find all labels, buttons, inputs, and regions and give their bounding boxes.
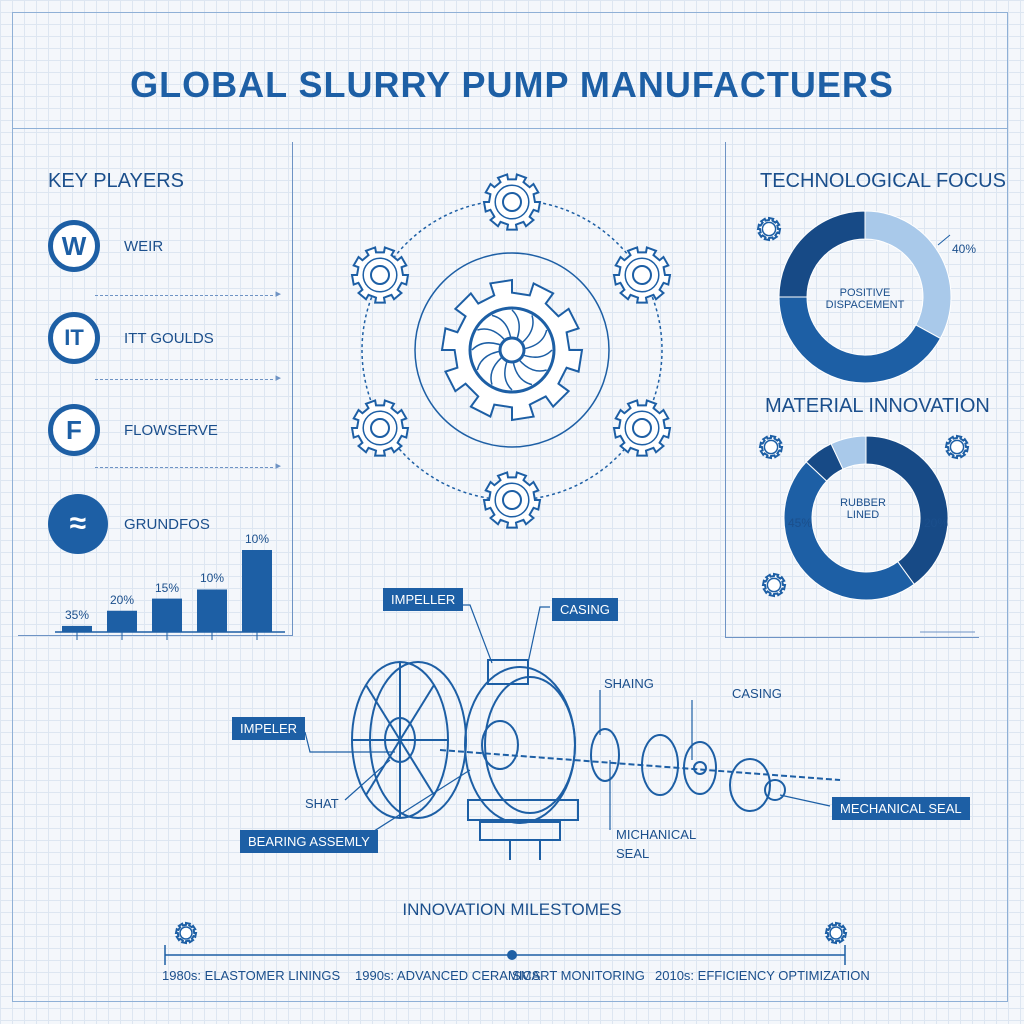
gear-icon: [612, 246, 672, 304]
gear-icon: [824, 921, 848, 945]
shat-label: SHAT: [305, 796, 339, 811]
gauge-gear-icon: [350, 399, 410, 457]
gear-icon: [756, 216, 782, 242]
impeller-callout: IMPELLER: [383, 588, 464, 611]
market-share-bar-chart: [55, 550, 285, 640]
player-name: ITT GOULDS: [124, 329, 214, 347]
milestone-1990s: 1990s: ADVANCED CERAMICS: [355, 968, 541, 983]
tech-focus-donut: [778, 210, 952, 384]
seal-label: SEAL: [616, 846, 650, 861]
player-grundfos[interactable]: ≈ GRUNDFOS: [48, 494, 210, 554]
title-divider: [12, 128, 1008, 129]
casing-callout: CASING: [552, 598, 618, 621]
mechanical-seal-callout: MECHANICAL SEAL: [832, 797, 970, 820]
bar-1: [107, 610, 137, 632]
tech-focus-heading: TECHNOLOGICAL FOCUS: [760, 170, 1006, 192]
donut-charts: [756, 210, 975, 633]
player-flowserve[interactable]: F FLOWSERVE: [48, 404, 218, 456]
material-left-pct: 45%: [788, 516, 813, 530]
milestone-smart: SMART MONITORING: [512, 968, 645, 983]
key-players-panel: [18, 142, 293, 636]
material-donut: [783, 435, 949, 601]
material-heading: MATERIAL INNOVATION: [765, 395, 990, 417]
central-impeller-gear-icon: [440, 278, 584, 422]
michanical-label: MICHANICAL: [616, 827, 697, 842]
itt-gear-icon: [350, 246, 410, 304]
bar-3: [197, 589, 227, 632]
gear-icon: [758, 434, 784, 460]
bar-value-label: 10%: [199, 571, 225, 586]
gear-icon: [174, 921, 198, 945]
page-title: GLOBAL SLURRY PUMP MANUFACTUERS: [130, 64, 894, 105]
material-center-label: RUBBER LINED: [840, 497, 886, 521]
gear-icon: [761, 572, 787, 598]
pump-exploded-view: [304, 604, 841, 860]
bar-value-label: 15%: [154, 580, 180, 595]
player-divider: [95, 371, 281, 384]
tech-center-label: POSITIVE DISPACEMENT: [825, 287, 905, 311]
tech-panel: [725, 142, 979, 638]
shaing-label: SHAING: [604, 676, 654, 691]
impeler-callout: IMPELER: [232, 717, 306, 740]
bar-value-label: 20%: [109, 592, 135, 607]
bar-value-label: 10%: [244, 532, 270, 546]
donut-slice: [783, 461, 915, 601]
bar-4: [242, 550, 272, 632]
gear-icon: [612, 399, 672, 457]
player-divider: [95, 459, 281, 472]
milestone-2010s: 2010s: EFFICIENCY OPTIMIZATION: [655, 968, 870, 983]
donut-slice: [778, 296, 942, 384]
casing-label: CASING: [732, 686, 782, 701]
bar-0: [62, 625, 92, 632]
tech-pct-label: 40%: [952, 242, 977, 256]
milestone-1980s: 1980s: ELASTOMER LININGS: [162, 968, 341, 983]
donut-slice: [865, 435, 949, 586]
player-name: FLOWSERVE: [124, 421, 218, 439]
material-right-pct: 20%: [924, 516, 949, 530]
player-weir[interactable]: W WEIR: [48, 220, 163, 272]
grundfos-logo-icon: ≈: [48, 494, 108, 554]
bar-value-label: 35%: [64, 607, 90, 622]
player-name: GRUNDFOS: [124, 515, 210, 533]
top-gear-icon: [482, 173, 542, 231]
itt-logo-icon: IT: [48, 312, 100, 364]
player-name: WEIR: [124, 237, 164, 255]
gear-network-diagram: [350, 173, 672, 529]
donut-slice: [778, 210, 866, 298]
donut-slice: [830, 435, 867, 470]
donut-slice: [864, 210, 952, 340]
player-divider: [95, 287, 281, 300]
inner-ring: [414, 252, 610, 448]
shaft: [439, 749, 841, 781]
gear-icon: [482, 471, 542, 529]
key-players-heading: KEY PLAYERS: [48, 170, 184, 192]
page-frame: [12, 12, 1008, 1002]
timeline-midpoint: [507, 950, 517, 960]
weir-logo-icon: W: [48, 220, 100, 272]
flowserve-logo-icon: F: [48, 404, 100, 456]
milestones-heading: INNOVATION MILESTOMES: [402, 900, 622, 919]
player-itt-goulds[interactable]: IT ITT GOULDS: [48, 312, 214, 364]
bearing-callout: BEARING ASSEMLY: [240, 830, 378, 853]
gear-icon: [944, 434, 970, 460]
bar-2: [152, 598, 182, 632]
